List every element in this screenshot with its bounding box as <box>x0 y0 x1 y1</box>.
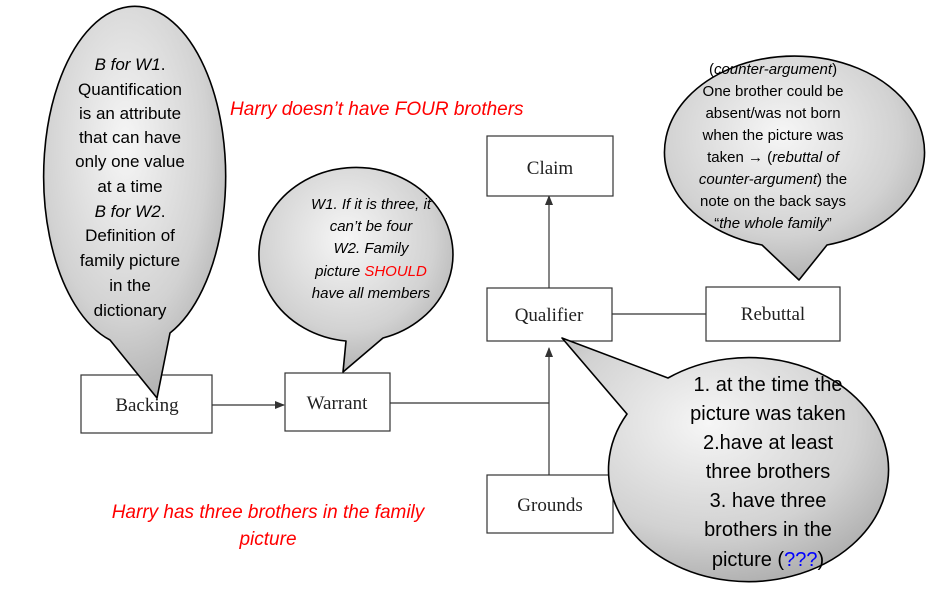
qualifier-line-7: picture (???) <box>712 549 824 571</box>
connectors <box>212 195 706 475</box>
bubble-backing: B for W1. Quantification is an attribute… <box>42 5 227 399</box>
box-claim-label: Claim <box>527 158 574 179</box>
rebuttal-line-6: counter-argument) the <box>699 171 847 188</box>
box-backing-label: Backing <box>115 395 179 416</box>
box-grounds: Grounds <box>486 474 614 534</box>
bubble-warrant-shape <box>258 166 454 373</box>
box-rebuttal-label: Rebuttal <box>741 304 805 325</box>
qualifier-line-5: 3. have three <box>710 490 827 512</box>
qualifier-line-4: three brothers <box>706 461 831 483</box>
warrant-line-3: W2. Family <box>334 240 411 257</box>
backing-line-3: is an attribute <box>79 104 181 123</box>
warrant-line-5: have all members <box>312 285 431 302</box>
bubble-qualifier-shape <box>561 337 890 583</box>
qualifier-line-1: 1. at the time the <box>694 374 843 396</box>
bubble-rebuttal: (counter-argument) One brother could be … <box>663 55 926 281</box>
bubble-warrant: W1. If it is three, it can’t be four W2.… <box>258 166 454 373</box>
rebuttal-line-8: “the whole family” <box>714 215 832 232</box>
grounds-annotation-line2: picture <box>238 529 296 550</box>
rebuttal-line-4: when the picture was <box>702 127 844 144</box>
warrant-line-2: can’t be four <box>330 218 414 235</box>
box-warrant-label: Warrant <box>307 393 368 414</box>
bubble-rebuttal-shape <box>663 55 926 281</box>
qualifier-line-2: picture was taken <box>690 403 846 425</box>
backing-line-10: in the <box>109 276 151 295</box>
box-warrant: Warrant <box>284 372 391 432</box>
rebuttal-line-1: (counter-argument) <box>709 61 837 78</box>
backing-line-8: Definition of <box>85 226 175 245</box>
box-claim: Claim <box>486 135 614 197</box>
warrant-line-1: W1. If it is three, it <box>311 196 432 213</box>
grounds-annotation-line1: Harry has three brothers in the family <box>112 502 426 523</box>
rebuttal-line-7: note on the back says <box>700 193 846 210</box>
backing-line-4: that can have <box>79 128 181 147</box>
backing-line-2: Quantification <box>78 80 182 99</box>
warrant-line-4: picture SHOULD <box>314 263 427 280</box>
bubble-backing-shape <box>42 5 227 399</box>
rebuttal-line-3: absent/was not born <box>705 105 840 122</box>
rebuttal-line-5: taken → (rebuttal of <box>707 149 841 166</box>
backing-line-7: B for W2. <box>95 202 166 221</box>
box-grounds-label: Grounds <box>517 495 582 516</box>
box-rebuttal: Rebuttal <box>705 286 841 342</box>
bubble-qualifier: 1. at the time the picture was taken 2.h… <box>561 337 890 583</box>
box-qualifier-label: Qualifier <box>515 305 584 326</box>
claim-annotation: Harry doesn’t have FOUR brothers <box>230 99 524 120</box>
qualifier-line-6: brothers in the <box>704 519 832 541</box>
backing-line-11: dictionary <box>94 301 167 320</box>
backing-line-1: B for W1. <box>95 55 166 74</box>
backing-line-5: only one value <box>75 152 185 171</box>
qualifier-line-3: 2.have at least <box>703 432 834 454</box>
box-qualifier: Qualifier <box>486 287 613 342</box>
rebuttal-line-2: One brother could be <box>703 83 844 100</box>
backing-line-9: family picture <box>80 251 180 270</box>
backing-line-6: at a time <box>97 177 162 196</box>
